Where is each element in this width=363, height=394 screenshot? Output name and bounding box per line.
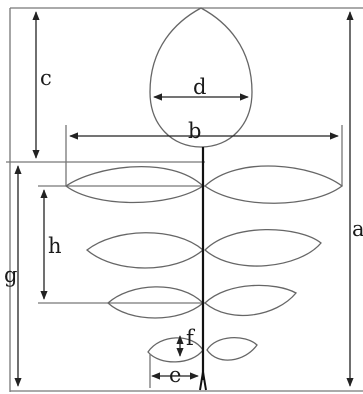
leaflet-left-1 <box>64 166 205 204</box>
label-d: d <box>193 75 206 99</box>
leaflet-right-1 <box>203 165 344 204</box>
label-f: f <box>186 326 196 350</box>
label-a: a <box>352 217 363 241</box>
label-e: e <box>169 363 181 387</box>
leaflet-left-2 <box>85 232 205 269</box>
stem-base <box>199 371 207 391</box>
leaflet-right-4 <box>206 337 258 361</box>
leaflet-left-4 <box>147 337 204 363</box>
label-h: h <box>48 234 62 258</box>
label-c: c <box>40 66 52 90</box>
label-g: g <box>4 263 17 287</box>
terminal-leaflet <box>149 7 253 148</box>
label-b: b <box>188 119 201 143</box>
leaflet-right-3 <box>204 284 298 316</box>
leaflet-right-2 <box>204 228 322 267</box>
